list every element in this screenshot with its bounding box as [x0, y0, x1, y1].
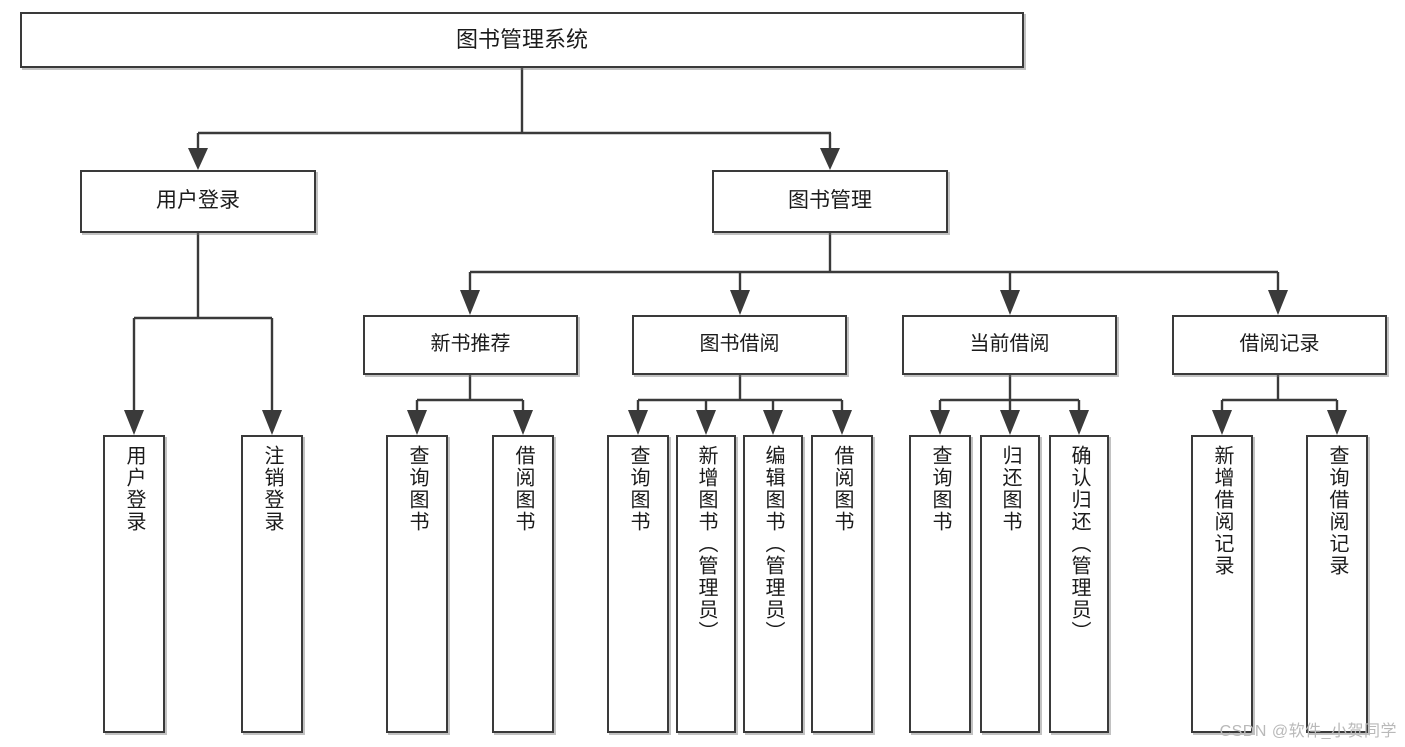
- arrowhead-borrow-4: [832, 410, 852, 435]
- node-user-login-label: 用户登录: [156, 189, 240, 213]
- arrowhead-current-2: [1000, 410, 1020, 435]
- node-user-login[interactable]: 用户登录: [80, 170, 316, 233]
- leaf-current-borrow-return[interactable]: 归还图书: [980, 435, 1040, 733]
- arrowhead-newbook-2: [513, 410, 533, 435]
- leaf-current-borrow-query[interactable]: 查询图书: [909, 435, 971, 733]
- node-book-management[interactable]: 图书管理: [712, 170, 948, 233]
- node-borrow-record-label: 借阅记录: [1239, 333, 1320, 356]
- arrowhead-root-1: [188, 148, 208, 170]
- arrowhead-borrow-2: [696, 410, 716, 435]
- arrowhead-login-2: [262, 410, 282, 435]
- leaf-new-book-borrow-label: 借阅图书: [512, 445, 534, 533]
- arrowhead-bookmgmt-1: [460, 290, 480, 315]
- leaf-book-borrow-query-label: 查询图书: [627, 445, 649, 533]
- arrowhead-borrow-1: [628, 410, 648, 435]
- arrowhead-current-3: [1069, 410, 1089, 435]
- leaf-borrow-record-query[interactable]: 查询借阅记录: [1306, 435, 1368, 733]
- node-new-book-recommend-label: 新书推荐: [430, 333, 511, 356]
- leaf-book-borrow-lend-label: 借阅图书: [831, 445, 853, 533]
- leaf-user-login-signin[interactable]: 用户登录: [103, 435, 165, 733]
- csdn-watermark: CSDN @软件_小贺同学: [1219, 723, 1397, 740]
- arrowhead-bookmgmt-3: [1000, 290, 1020, 315]
- node-root-book-management-system[interactable]: 图书管理系统: [20, 12, 1024, 68]
- node-book-borrow[interactable]: 图书借阅: [632, 315, 847, 375]
- arrowhead-newbook-1: [407, 410, 427, 435]
- arrowhead-record-1: [1212, 410, 1232, 435]
- leaf-book-borrow-query[interactable]: 查询图书: [607, 435, 669, 733]
- node-current-borrow-label: 当前借阅: [969, 333, 1050, 356]
- node-borrow-record[interactable]: 借阅记录: [1172, 315, 1387, 375]
- leaf-book-borrow-add[interactable]: 新增图书（管理员）: [676, 435, 736, 733]
- leaf-book-borrow-lend[interactable]: 借阅图书: [811, 435, 873, 733]
- leaf-current-borrow-return-label: 归还图书: [999, 445, 1021, 533]
- leaf-book-borrow-edit-label: 编辑图书（管理员）: [762, 445, 784, 643]
- arrowhead-borrow-3: [763, 410, 783, 435]
- arrowhead-login-1: [124, 410, 144, 435]
- arrowhead-bookmgmt-2: [730, 290, 750, 315]
- arrowhead-root-2: [820, 148, 840, 170]
- node-book-borrow-label: 图书借阅: [699, 333, 780, 356]
- leaf-book-borrow-add-label: 新增图书（管理员）: [695, 445, 717, 643]
- leaf-borrow-record-add[interactable]: 新增借阅记录: [1191, 435, 1253, 733]
- node-new-book-recommend[interactable]: 新书推荐: [363, 315, 578, 375]
- arrowhead-bookmgmt-4: [1268, 290, 1288, 315]
- leaf-user-login-signout[interactable]: 注销登录: [241, 435, 303, 733]
- node-root-label: 图书管理系统: [455, 27, 588, 53]
- leaf-borrow-record-query-label: 查询借阅记录: [1326, 445, 1348, 577]
- leaf-user-login-signin-label: 用户登录: [123, 445, 145, 533]
- leaf-borrow-record-add-label: 新增借阅记录: [1211, 445, 1233, 577]
- leaf-new-book-query-label: 查询图书: [406, 445, 428, 533]
- leaf-current-borrow-query-label: 查询图书: [929, 445, 951, 533]
- leaf-new-book-borrow[interactable]: 借阅图书: [492, 435, 554, 733]
- arrowhead-current-1: [930, 410, 950, 435]
- leaf-book-borrow-edit[interactable]: 编辑图书（管理员）: [743, 435, 803, 733]
- leaf-current-borrow-confirm-return[interactable]: 确认归还（管理员）: [1049, 435, 1109, 733]
- leaf-new-book-query[interactable]: 查询图书: [386, 435, 448, 733]
- leaf-user-login-signout-label: 注销登录: [261, 445, 283, 533]
- node-current-borrow[interactable]: 当前借阅: [902, 315, 1117, 375]
- leaf-current-borrow-confirm-return-label: 确认归还（管理员）: [1068, 445, 1090, 643]
- arrowhead-record-2: [1327, 410, 1347, 435]
- node-book-management-label: 图书管理: [788, 189, 872, 213]
